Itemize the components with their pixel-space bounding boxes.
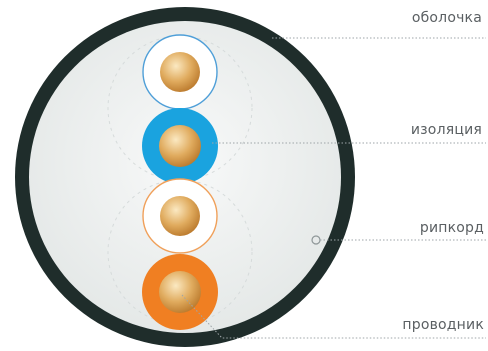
conductor-white-orange-icon: [142, 178, 218, 254]
conductor-white-blue-icon: [142, 34, 218, 110]
label-ripcord: рипкорд: [419, 220, 484, 236]
label-conductor: проводник: [402, 317, 484, 333]
conductor-blue-icon: [142, 108, 218, 184]
label-insulation: изоляция: [410, 122, 482, 138]
conductor-orange-icon: [142, 254, 218, 330]
label-sheath: оболочка: [411, 10, 482, 26]
leader-line-conductor: [181, 294, 486, 339]
